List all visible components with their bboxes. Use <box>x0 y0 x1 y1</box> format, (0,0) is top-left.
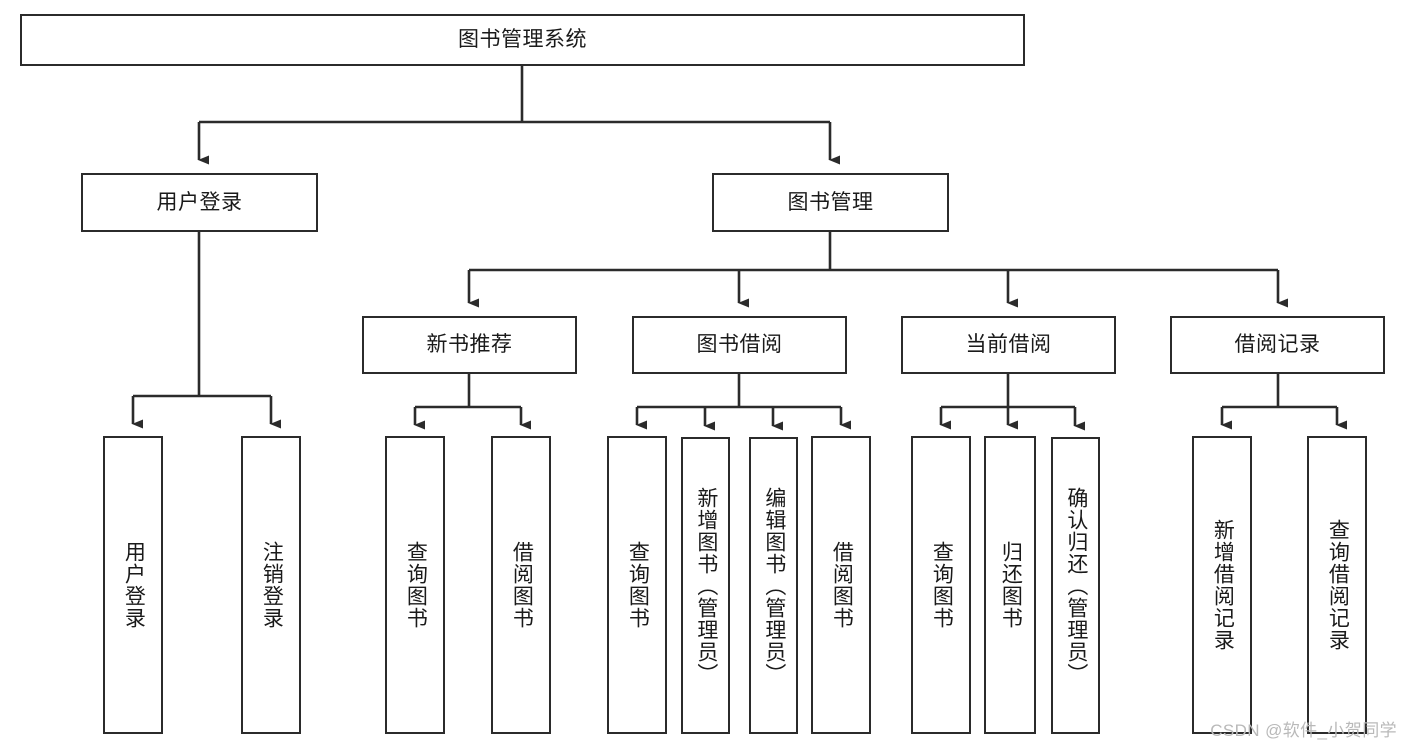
node-leaf-user-login[interactable]: 用户登录 <box>103 436 163 734</box>
node-leaf-query-book-1-label: 查询图书 <box>404 541 428 629</box>
node-user-login[interactable]: 用户登录 <box>81 173 318 232</box>
node-leaf-query-book-2-label: 查询图书 <box>626 541 650 629</box>
node-book-management-label: 图书管理 <box>787 190 874 214</box>
node-current-borrow-label: 当前借阅 <box>965 333 1052 357</box>
node-leaf-confirm-return-label: 确认归还（管理员） <box>1064 486 1088 685</box>
node-leaf-logout-login-label: 注销登录 <box>260 541 284 629</box>
node-leaf-add-record-label: 新增借阅记录 <box>1211 519 1235 651</box>
node-new-book-recommend[interactable]: 新书推荐 <box>362 316 577 374</box>
node-leaf-return-book[interactable]: 归还图书 <box>984 436 1036 734</box>
node-leaf-borrow-book-1-label: 借阅图书 <box>510 541 534 629</box>
node-leaf-user-login-label: 用户登录 <box>122 541 146 629</box>
node-borrow-record[interactable]: 借阅记录 <box>1170 316 1385 374</box>
node-leaf-return-book-label: 归还图书 <box>999 541 1023 629</box>
node-leaf-borrow-book-1[interactable]: 借阅图书 <box>491 436 551 734</box>
node-leaf-query-book-3-label: 查询图书 <box>930 541 954 629</box>
node-root[interactable]: 图书管理系统 <box>20 14 1025 66</box>
node-leaf-borrow-book-2[interactable]: 借阅图书 <box>811 436 871 734</box>
node-leaf-borrow-book-2-label: 借阅图书 <box>830 541 854 629</box>
node-borrow-record-label: 借阅记录 <box>1234 333 1321 357</box>
watermark-text: CSDN @软件_小贺同学 <box>1210 721 1397 740</box>
node-leaf-query-book-3[interactable]: 查询图书 <box>911 436 971 734</box>
node-leaf-query-record[interactable]: 查询借阅记录 <box>1307 436 1367 734</box>
node-leaf-query-book-2[interactable]: 查询图书 <box>607 436 667 734</box>
node-leaf-edit-book-label: 编辑图书（管理员） <box>762 486 786 685</box>
node-current-borrow[interactable]: 当前借阅 <box>901 316 1116 374</box>
node-leaf-edit-book[interactable]: 编辑图书（管理员） <box>749 437 798 734</box>
node-leaf-query-record-label: 查询借阅记录 <box>1326 519 1350 651</box>
node-leaf-add-book-label: 新增图书（管理员） <box>694 486 718 685</box>
node-book-management[interactable]: 图书管理 <box>712 173 949 232</box>
node-book-borrow[interactable]: 图书借阅 <box>632 316 847 374</box>
node-root-label: 图书管理系统 <box>458 28 587 52</box>
node-book-borrow-label: 图书借阅 <box>696 333 783 357</box>
node-leaf-query-book-1[interactable]: 查询图书 <box>385 436 445 734</box>
node-leaf-confirm-return[interactable]: 确认归还（管理员） <box>1051 437 1100 734</box>
node-new-book-recommend-label: 新书推荐 <box>426 333 513 357</box>
node-leaf-add-record[interactable]: 新增借阅记录 <box>1192 436 1252 734</box>
node-leaf-logout-login[interactable]: 注销登录 <box>241 436 301 734</box>
node-user-login-label: 用户登录 <box>156 190 243 214</box>
node-leaf-add-book[interactable]: 新增图书（管理员） <box>681 437 730 734</box>
